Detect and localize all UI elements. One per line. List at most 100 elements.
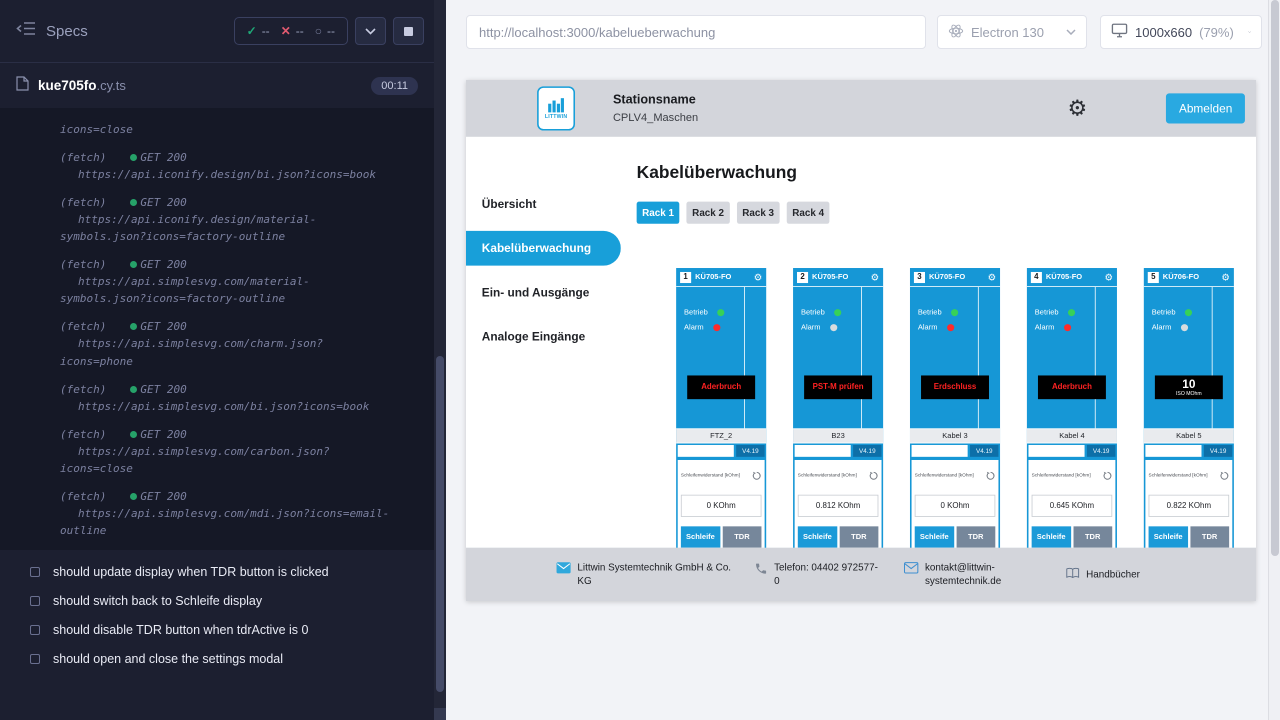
alarm-led [947,324,954,331]
tab-rack-2[interactable]: Rack 2 [687,202,730,224]
device-card: 3KÜ705-FO⚙ Betrieb Alarm Erdschluss Kabe… [910,268,1000,554]
main-content: Kabelüberwachung Rack 1 Rack 2 Rack 3 Ra… [621,137,1256,601]
tdr-button[interactable]: TDR [956,526,995,547]
station-label: Stationsname [613,93,698,107]
log-entry[interactable]: (fetch)GET 200 https://api.simplesvg.com… [60,488,390,539]
alarm-led-row: Alarm [676,323,766,332]
card-model: KÜ705-FO [695,273,750,282]
schleife-button[interactable]: Schleife [798,526,837,547]
log-entry[interactable]: (fetch)GET 200 https://api.simplesvg.com… [60,381,390,415]
cable-name: Kabel 5 [1144,428,1234,443]
version-badge: V4.19 [1087,445,1115,457]
page-title: Kabelüberwachung [637,162,1256,183]
scrollbar-thumb[interactable] [436,356,444,692]
measurement-label: Schleifenwiderstand [kOhm] [915,473,974,478]
footer-manuals[interactable]: Handbücher [1066,566,1140,583]
device-card: 1KÜ705-FO⚙ Betrieb Alarm Aderbruch FTZ_2… [676,268,766,554]
log-entry[interactable]: icons=close [60,121,390,138]
measurement-label: Schleifenwiderstand [kOhm] [798,473,857,478]
test-state-icon [30,625,40,635]
settings-gear-icon[interactable]: ⚙ [1067,97,1087,119]
blank-cell [795,445,851,457]
divider [744,287,745,428]
gear-icon[interactable]: ⚙ [871,272,880,281]
divider [978,287,979,428]
tab-rack-1[interactable]: Rack 1 [637,202,680,224]
gear-icon[interactable]: ⚙ [754,272,763,281]
betrieb-led [1068,309,1075,316]
status-dot [130,493,137,500]
mail-outline-icon [904,562,919,578]
log-entry[interactable]: (fetch)GET 200 https://api.simplesvg.com… [60,318,390,369]
log-entry[interactable]: (fetch)GET 200 https://api.iconify.desig… [60,194,390,245]
blank-cell [1145,445,1201,457]
specs-label[interactable]: Specs [46,23,88,40]
betrieb-led-row: Betrieb [793,308,883,317]
littwin-logo: LITTWIN [537,86,575,130]
browser-select[interactable]: Electron 130 [937,15,1087,49]
tdr-button[interactable]: TDR [1073,526,1112,547]
stop-button[interactable] [393,17,424,45]
refresh-icon[interactable] [1220,471,1229,480]
betrieb-led [1185,309,1192,316]
address-bar[interactable] [466,15,926,49]
refresh-icon[interactable] [1103,471,1112,480]
test-state-icon [30,567,40,577]
viewport-select[interactable]: 1000x660 (79%) [1100,15,1262,49]
schleife-button[interactable]: Schleife [1032,526,1071,547]
log-entry[interactable]: (fetch)GET 200 https://api.iconify.desig… [60,149,390,183]
page-scrollbar[interactable] [1268,0,1280,720]
tdr-button[interactable]: TDR [1190,526,1229,547]
footer-email[interactable]: kontakt@littwin-systemtechnik.de [904,561,1015,588]
status-dot [130,386,137,393]
alarm-led-row: Alarm [793,323,883,332]
version-badge: V4.19 [853,445,881,457]
nav-item-kabelueberwachung[interactable]: Kabelüberwachung [466,231,621,266]
nav-item-uebersicht[interactable]: Übersicht [466,182,621,226]
scrollbar-thumb[interactable] [1271,0,1279,556]
status-dot [130,323,137,330]
status-display: 10ISO MOhm [1155,375,1223,399]
spec-timer: 00:11 [371,77,418,95]
spec-filename[interactable]: kue705fo.cy.ts [38,78,126,93]
test-item[interactable]: should update display when TDR button is… [30,565,422,579]
stat-pending: ○-- [315,24,335,38]
scrollbar-corner [434,708,446,720]
blank-cell [912,445,968,457]
schleife-button[interactable]: Schleife [1149,526,1188,547]
nav-item-ein-ausgaenge[interactable]: Ein- und Ausgänge [466,270,621,314]
gear-icon[interactable]: ⚙ [1221,272,1230,281]
gear-icon[interactable]: ⚙ [1105,272,1114,281]
log-entry[interactable]: (fetch)GET 200 https://api.simplesvg.com… [60,426,390,477]
refresh-icon[interactable] [752,471,761,480]
status-dot [130,431,137,438]
aut-panel: Electron 130 1000x660 (79%) LITTWIN Stat… [446,0,1268,720]
test-item[interactable]: should open and close the settings modal [30,652,422,666]
schleife-button[interactable]: Schleife [681,526,720,547]
tab-rack-3[interactable]: Rack 3 [737,202,780,224]
tab-rack-4[interactable]: Rack 4 [787,202,830,224]
nav-item-analoge-eingaenge[interactable]: Analoge Eingänge [466,315,621,359]
betrieb-led [951,309,958,316]
logout-button[interactable]: Abmelden [1166,93,1245,123]
refresh-icon[interactable] [986,471,995,480]
specs-menu-icon[interactable] [16,21,36,41]
tdr-button[interactable]: TDR [722,526,761,547]
status-display: PST-M prüfen [804,375,872,399]
reporter-scrollbar[interactable] [434,0,446,720]
log-entry[interactable]: (fetch)GET 200 https://api.simplesvg.com… [60,256,390,307]
command-log: icons=close (fetch)GET 200 https://api.i… [0,108,434,550]
app-nav: Übersicht Kabelüberwachung Ein- und Ausg… [466,137,621,601]
app-header: LITTWIN Stationsname CPLV4_Maschen ⚙ Abm… [466,80,1256,137]
status-dot [130,154,137,161]
collapse-all-button[interactable] [355,17,386,45]
gear-icon[interactable]: ⚙ [988,272,997,281]
schleife-button[interactable]: Schleife [915,526,954,547]
test-item[interactable]: should switch back to Schleife display [30,594,422,608]
test-item[interactable]: should disable TDR button when tdrActive… [30,623,422,637]
alarm-led-row: Alarm [910,323,1000,332]
refresh-icon[interactable] [869,471,878,480]
status-display: Erdschluss [921,375,989,399]
circle-icon: ○ [315,25,322,37]
tdr-button[interactable]: TDR [839,526,878,547]
